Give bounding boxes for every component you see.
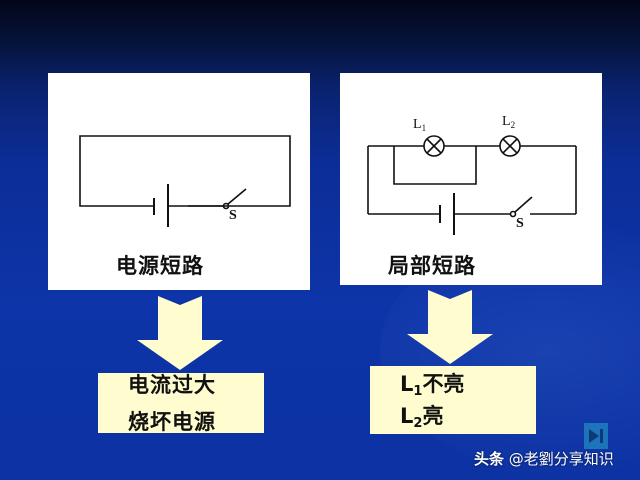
panel-local-short-circuit: L1 L2 S 局部短路 <box>340 73 602 285</box>
watermark: 头条 @老劉分享知识 <box>474 450 614 468</box>
circuit-diagram-local-short: L1 L2 S <box>367 114 577 235</box>
result-line: L2亮 <box>400 404 444 431</box>
down-arrow-icon <box>407 290 493 364</box>
result-box-local-short: L1不亮 L2亮 <box>370 366 536 434</box>
caption-local-short: 局部短路 <box>388 254 476 278</box>
circuit-diagram-power-short: S <box>79 135 291 227</box>
caption-power-short: 电源短路 <box>116 254 204 278</box>
result-line: 电流过大 <box>128 373 216 397</box>
skip-next-icon <box>589 429 603 443</box>
result-box-power-short: 电流过大 烧坏电源 <box>98 373 264 434</box>
lamp2-label: L2 <box>502 114 515 130</box>
switch-label: S <box>516 216 524 231</box>
result-line: L1不亮 <box>400 372 465 399</box>
skip-next-button[interactable] <box>584 423 608 449</box>
down-arrow-icon <box>137 296 223 370</box>
switch-label: S <box>229 208 237 223</box>
panel-power-short-circuit: S 电源短路 <box>48 73 310 290</box>
result-line: 烧坏电源 <box>128 410 216 434</box>
lamp1-label: L1 <box>413 117 426 133</box>
